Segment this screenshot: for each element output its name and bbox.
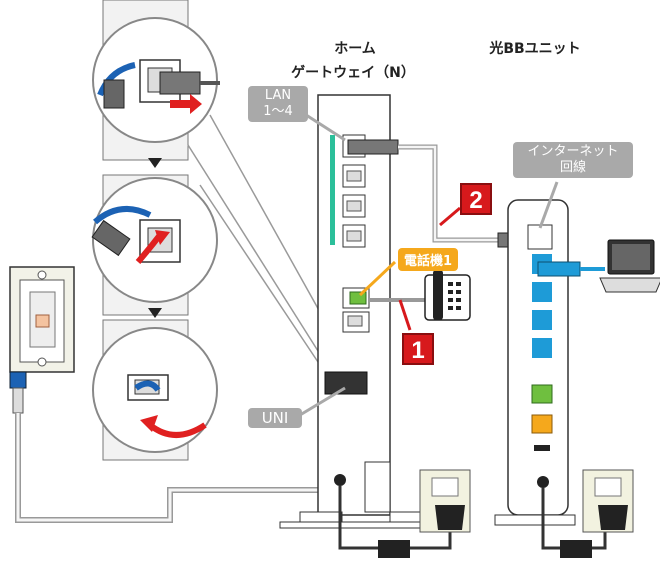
- zoom-inset-rotate: [92, 319, 218, 461]
- lan-port-callout-line2: 1～4: [263, 104, 293, 119]
- lan-port-callout-line1: LAN: [264, 88, 292, 103]
- home-gateway-title: ホーム: [310, 40, 400, 58]
- callout-pointer: [538, 181, 559, 229]
- wall-optical-jack: [9, 266, 75, 373]
- hikari-bb-unit-title: 光BBユニット: [489, 41, 581, 57]
- callout-pointer: [302, 111, 346, 142]
- gateway-power-cable: [334, 474, 452, 558]
- home-gateway-title-line2: ゲートウェイ（N）: [291, 65, 415, 81]
- uni-port-callout: UNI: [248, 408, 302, 428]
- callout-pointer: [439, 206, 461, 227]
- callout-pointer: [358, 260, 397, 297]
- down-arrow: [148, 158, 162, 168]
- callout-pointer: [398, 299, 412, 331]
- step-badge-1: 1: [402, 333, 434, 365]
- wall-power-outlet: [582, 469, 634, 533]
- internet-line-callout: インターネット 回線: [513, 142, 633, 178]
- hikari-bb-unit-device: [494, 199, 576, 526]
- zoom-guide-line: [209, 114, 331, 331]
- telephone-label: 電話機1: [398, 248, 459, 271]
- telephone: [369, 270, 471, 321]
- home-gateway-device: [279, 94, 421, 529]
- step-badge-2: 2: [460, 183, 492, 215]
- zoom-guide-line: [187, 144, 331, 371]
- home-gateway-subtitle: ゲートウェイ（N）: [268, 64, 438, 82]
- internet-line-callout-line1: インターネット: [527, 144, 619, 159]
- callout-pointer: [299, 386, 346, 417]
- laptop-cable: [537, 261, 605, 277]
- laptop: [599, 239, 660, 293]
- zoom-inset-disconnect: [92, 0, 220, 161]
- bb-unit-power-cable: [537, 476, 607, 558]
- internet-line-callout-line2: 回線: [559, 160, 586, 175]
- zoom-guide-line: [199, 184, 331, 381]
- down-arrow: [148, 308, 162, 318]
- home-gateway-title-line1: ホーム: [334, 41, 376, 57]
- lan-port-callout: LAN 1～4: [248, 86, 308, 122]
- optical-cable: [9, 371, 365, 523]
- zoom-inset-plug: [91, 174, 218, 316]
- wall-power-outlet: [419, 469, 471, 533]
